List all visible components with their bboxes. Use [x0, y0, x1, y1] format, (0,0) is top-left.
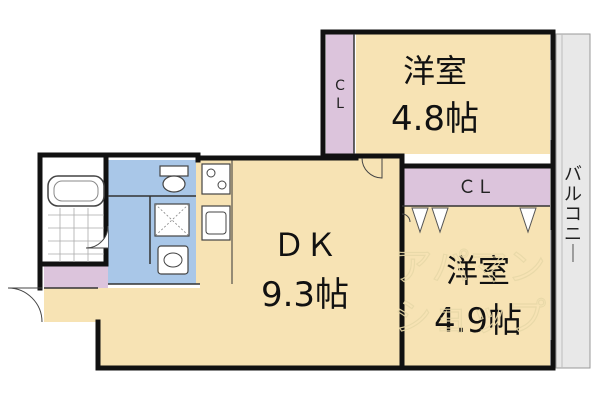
- room-size-bedroom-lower: 4.9帖: [434, 301, 522, 341]
- bedroom-lower-floor: [402, 206, 550, 368]
- closet-middle-label: ＣＬ: [458, 177, 494, 198]
- watermark-logo: アパマンショップ: [394, 245, 546, 339]
- closet-middle-floor: [402, 168, 550, 206]
- entrance-floor: [44, 264, 108, 288]
- wash-basin-icon: [157, 245, 189, 275]
- room-name-bedroom-lower: 洋室: [446, 252, 510, 290]
- room-size-dk: 9.3帖: [261, 275, 349, 315]
- room-size-bedroom-upper: 4.8帖: [391, 99, 479, 139]
- closet-upper-floor: [326, 34, 354, 154]
- bedroom-upper-floor: [356, 34, 550, 154]
- toilet-icon: [159, 165, 189, 193]
- room-name-dk: ＤＫ: [273, 226, 337, 264]
- kitchen-sink-icon: [201, 205, 231, 241]
- bathtub-icon: [47, 175, 105, 207]
- walls: [37, 29, 556, 371]
- balcony-label: バルコニ｜: [564, 164, 582, 265]
- closet-doors-icon: [411, 207, 537, 234]
- door-swings: [7, 157, 411, 323]
- stove-icon: [201, 163, 231, 195]
- washing-machine-space-icon: [154, 203, 190, 237]
- room-name-bedroom-upper: 洋室: [403, 52, 467, 90]
